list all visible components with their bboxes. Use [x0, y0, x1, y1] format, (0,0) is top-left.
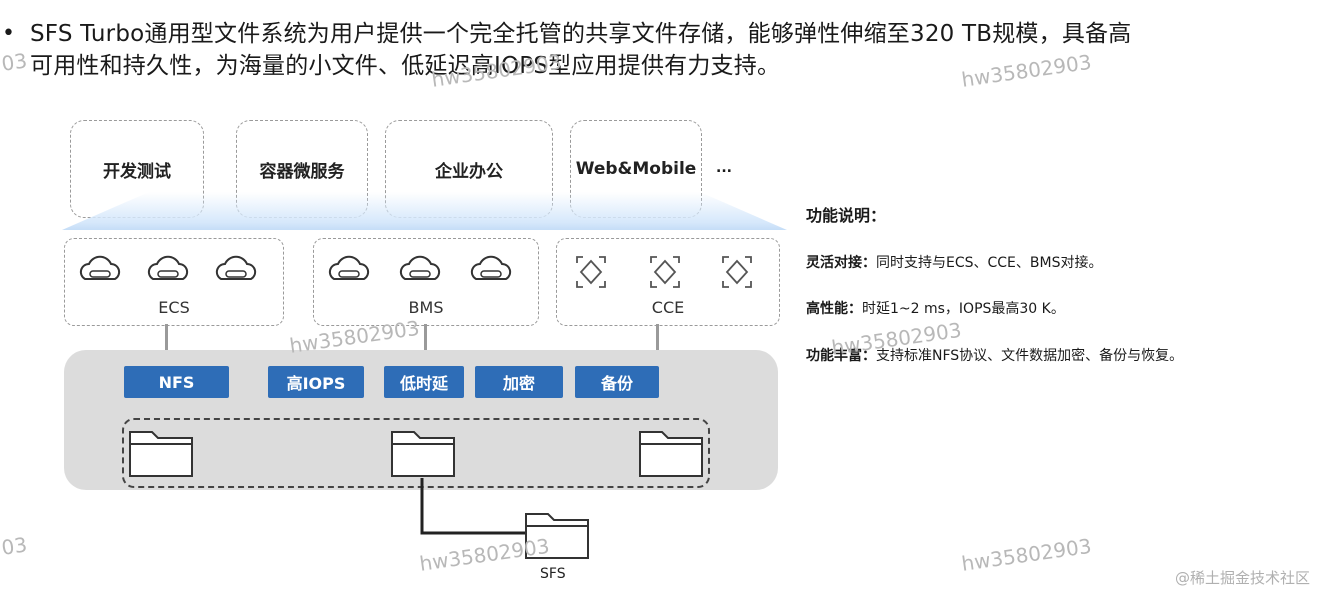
cloud-server-icon	[79, 255, 257, 280]
function-item-performance: 高性能：时延1~2 ms，IOPS最高30 K。	[806, 301, 1065, 317]
intro-line-1: SFS Turbo通用型文件系统为用户提供一个完全托管的共享文件存储，能够弹性伸…	[30, 21, 1132, 47]
connector-ecs	[165, 324, 168, 352]
container-icon	[576, 256, 752, 288]
sfs-connector	[420, 478, 530, 535]
group-label-cce: CCE	[651, 298, 685, 317]
function-panel-title: 功能说明：	[806, 206, 887, 225]
feature-tag-high-iops: 高IOPS	[268, 366, 364, 398]
feature-tag-low-latency: 低时延	[384, 366, 464, 398]
sfs-label: SFS	[540, 566, 566, 582]
cloud-server-icon	[328, 255, 512, 280]
access-glow	[62, 192, 787, 230]
watermark: hw35802903	[960, 533, 1093, 576]
watermark: hw35802903	[418, 533, 551, 576]
function-item-flexible: 灵活对接：同时支持与ECS、CCE、BMS对接。	[806, 255, 1103, 271]
sfs-folder-icon	[525, 513, 589, 559]
watermark-edge: 03	[0, 48, 29, 76]
group-label-ecs: ECS	[158, 298, 190, 317]
file-systems-group	[122, 418, 710, 488]
connector-bms	[424, 324, 427, 352]
intro-paragraph: SFS Turbo通用型文件系统为用户提供一个完全托管的共享文件存储，能够弹性伸…	[30, 18, 1280, 82]
compute-group-ecs: ECS	[64, 238, 284, 326]
source-credit: @稀土掘金技术社区	[1174, 569, 1310, 587]
watermark-edge: 03	[0, 532, 29, 560]
scenario-more: ...	[716, 160, 732, 176]
compute-group-cce: CCE	[556, 238, 780, 326]
folder-icon	[129, 431, 193, 477]
group-label-bms: BMS	[408, 298, 444, 317]
folder-icon	[639, 431, 703, 477]
bullet-dot: •	[2, 21, 15, 46]
feature-tag-nfs: NFS	[124, 366, 229, 398]
folder-icon	[391, 431, 455, 477]
function-item-features: 功能丰富：支持标准NFS协议、文件数据加密、备份与恢复。	[806, 348, 1184, 364]
compute-group-bms: BMS	[313, 238, 539, 326]
connector-cce	[656, 324, 659, 352]
feature-tag-backup: 备份	[575, 366, 659, 398]
intro-line-2: 可用性和持久性，为海量的小文件、低延迟高IOPS型应用提供有力支持。	[30, 53, 781, 79]
feature-tag-encryption: 加密	[475, 366, 563, 398]
